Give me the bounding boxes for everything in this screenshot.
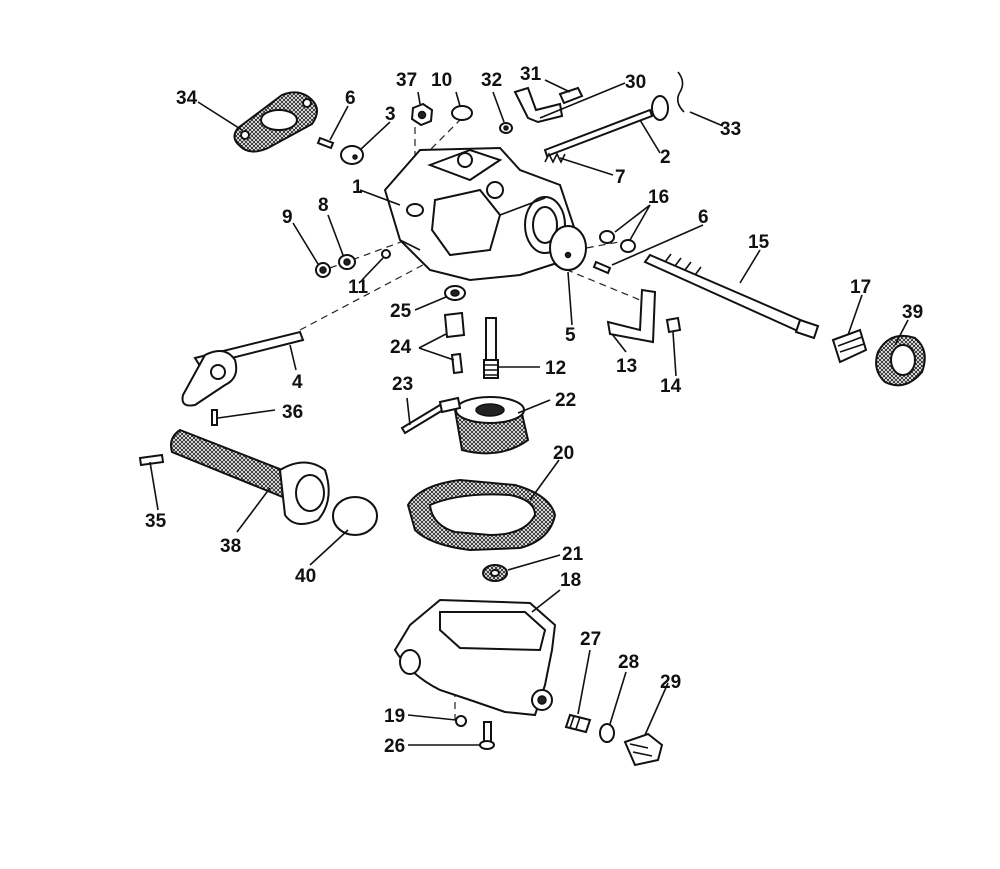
part-32-washer (499, 122, 513, 134)
part-19-ball (455, 715, 467, 727)
callout-8: 8 (318, 195, 329, 216)
callout-15: 15 (748, 232, 770, 253)
part-29-drain-screw (623, 732, 664, 767)
callout-18: 18 (560, 570, 581, 591)
part-5-choke-plate (549, 225, 587, 271)
part-34-flange-gasket (233, 91, 318, 153)
callout-9: 9 (282, 207, 293, 228)
callout-4: 4 (292, 372, 303, 393)
part-40-disc (332, 496, 378, 536)
callout-22: 22 (555, 390, 576, 411)
part-26-screw (479, 721, 495, 750)
callout-21: 21 (562, 544, 584, 565)
callout-13: 13 (616, 356, 637, 377)
part-14-screw (665, 316, 682, 334)
part-21-gasket (482, 564, 508, 582)
callout-25: 25 (390, 301, 412, 322)
part-28-washer (599, 723, 615, 743)
callout-24: 24 (390, 337, 412, 358)
part-11-ball (381, 249, 391, 259)
callout-37: 37 (396, 70, 417, 91)
callout-35: 35 (145, 511, 167, 532)
callout-6-right: 6 (698, 207, 709, 228)
part-35-screw (138, 453, 165, 467)
callout-19: 19 (384, 706, 405, 727)
part-16-washers (599, 230, 636, 253)
callout-7: 7 (615, 167, 626, 188)
callout-30: 30 (625, 72, 646, 93)
part-33-spring-wire (676, 71, 685, 113)
part-27-plug (564, 713, 592, 734)
part-38-intake-tube (170, 428, 330, 525)
callout-40: 40 (295, 566, 316, 587)
part-2-throttle-shaft (543, 95, 669, 158)
callout-31: 31 (520, 64, 542, 85)
part-7-spring (544, 152, 566, 164)
callout-10: 10 (431, 70, 452, 91)
callout-6: 6 (345, 88, 356, 109)
part-6-screw-top (316, 136, 335, 150)
callout-27: 27 (580, 629, 601, 650)
part-13-bracket (606, 288, 657, 344)
part-37-nut (410, 102, 434, 127)
callout-5: 5 (565, 325, 576, 346)
part-6-screw-right (592, 260, 612, 275)
part-18-float-bowl (393, 598, 557, 717)
callout-2: 2 (660, 147, 671, 168)
callout-38: 38 (220, 536, 241, 557)
part-9-nut (315, 262, 331, 278)
part-17-packing-nut (831, 328, 868, 364)
callout-14: 14 (660, 376, 682, 397)
callout-12: 12 (545, 358, 566, 379)
part-3-throttle-plate (340, 145, 364, 165)
callout-16: 16 (648, 187, 669, 208)
callout-3: 3 (385, 104, 396, 125)
callout-20: 20 (553, 443, 574, 464)
callout-39: 39 (902, 302, 923, 323)
part-15-needle-valve (643, 253, 820, 340)
callout-34: 34 (176, 88, 198, 109)
part-36-screw (211, 409, 218, 426)
part-10-plug (451, 105, 473, 121)
callout-11: 11 (348, 277, 369, 298)
callout-leader-lines (149, 79, 909, 746)
callout-29: 29 (660, 672, 681, 693)
part-22-float (438, 396, 530, 455)
part-25-gasket (444, 285, 466, 301)
part-8-washer (338, 254, 356, 270)
callout-32: 32 (481, 70, 502, 91)
callout-28: 28 (618, 652, 639, 673)
part-20-bowl-gasket (406, 478, 557, 552)
callout-33: 33 (720, 119, 741, 140)
callout-labels: 34 6 3 37 10 32 31 30 33 2 7 1 16 9 8 6 … (145, 64, 923, 757)
part-12-main-jet (483, 317, 499, 379)
callout-26: 26 (384, 736, 405, 757)
part-1-carburetor-body (383, 146, 577, 282)
callout-1: 1 (352, 177, 363, 198)
callout-36: 36 (282, 402, 303, 423)
part-4-choke-lever (181, 330, 305, 407)
part-39-knob (875, 334, 926, 387)
callout-23: 23 (392, 374, 413, 395)
callout-17: 17 (850, 277, 871, 298)
part-24-needle-seat (443, 311, 466, 375)
